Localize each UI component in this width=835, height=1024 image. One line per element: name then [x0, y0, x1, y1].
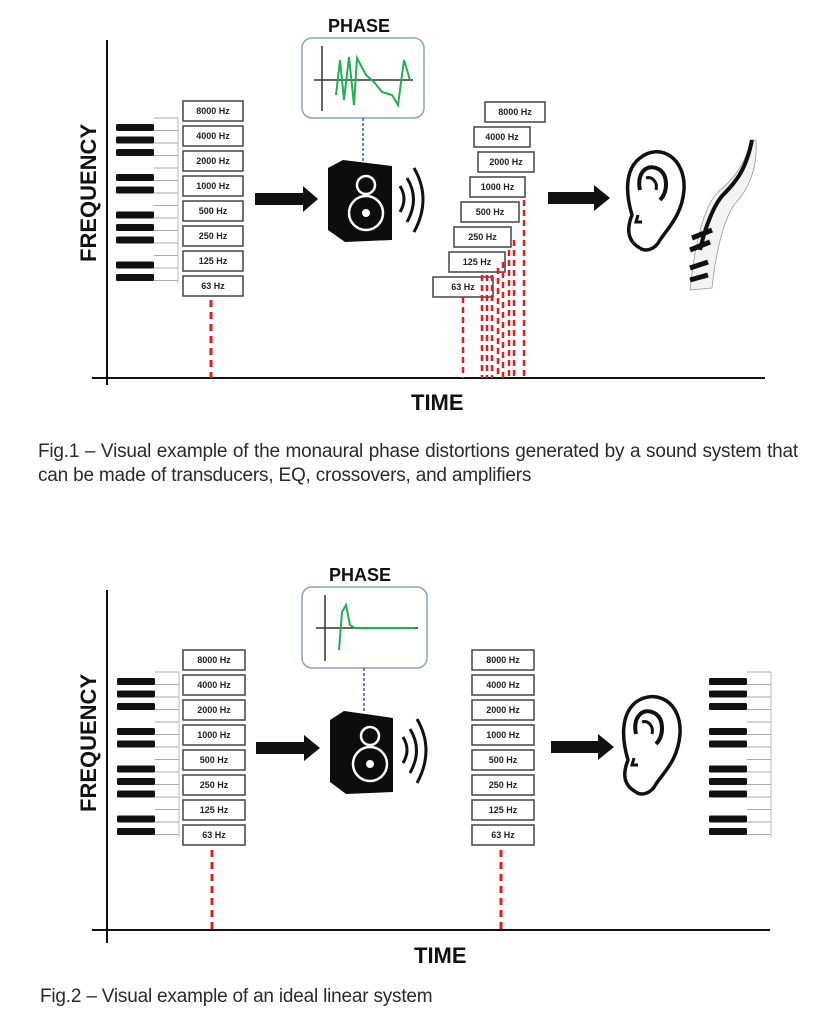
frequency-band-box: 125 Hz [182, 250, 244, 272]
frequency-band-box: 2000 Hz [182, 150, 244, 172]
figure-2-diagram: FREQUENCY TIME PHASE 8000 Hz 4000 Hz 2000 … [76, 565, 772, 968]
frequency-band-box: 125 Hz [471, 799, 535, 821]
phase-plot-axes [314, 46, 413, 111]
frequency-band-box: 4000 Hz [471, 674, 535, 696]
phase-plot-box [301, 37, 425, 119]
phase-title: PHASE [329, 565, 391, 585]
frequency-band-box: 4000 Hz [182, 125, 244, 147]
frequency-band-label: 500 Hz [489, 755, 518, 765]
frequency-band-label: 63 Hz [451, 282, 475, 292]
frequency-band-label: 63 Hz [201, 281, 225, 291]
frequency-band-label: 1000 Hz [481, 182, 515, 192]
frequency-band-label: 4000 Hz [486, 680, 520, 690]
frequency-band-box: 250 Hz [453, 226, 512, 248]
frequency-band-label: 8000 Hz [498, 107, 532, 117]
phase-curve-linear [338, 602, 415, 651]
arrow-right-icon [548, 185, 610, 211]
frequency-band-box: 500 Hz [471, 749, 535, 771]
frequency-band-label: 8000 Hz [486, 655, 520, 665]
frequency-band-label: 125 Hz [463, 257, 492, 267]
frequency-band-box: 250 Hz [182, 225, 244, 247]
frequency-band-box: 8000 Hz [484, 101, 546, 123]
frequency-band-box: 4000 Hz [182, 674, 246, 696]
frequency-band-box: 2000 Hz [471, 699, 535, 721]
output-frequency-bands-aligned: 8000 Hz 4000 Hz 2000 Hz 1000 Hz 500 Hz 250 Hz… [471, 649, 535, 846]
phase-curve-distorted [335, 54, 411, 108]
frequency-band-box: 8000 Hz [182, 649, 246, 671]
frequency-band-label: 250 Hz [489, 780, 518, 790]
frequency-band-box: 1000 Hz [469, 176, 526, 198]
frequency-band-box: 2000 Hz [477, 151, 535, 173]
frequency-band-box: 500 Hz [460, 201, 520, 223]
frequency-band-label: 125 Hz [199, 256, 228, 266]
frequency-band-box: 1000 Hz [182, 175, 244, 197]
frequency-band-box: 2000 Hz [182, 699, 246, 721]
frequency-band-label: 500 Hz [199, 206, 228, 216]
speaker-icon [328, 160, 425, 242]
frequency-band-label: 125 Hz [200, 805, 229, 815]
frequency-band-label: 2000 Hz [197, 705, 231, 715]
frequency-band-label: 2000 Hz [196, 156, 230, 166]
arrow-right-icon [256, 735, 320, 761]
frequency-band-label: 8000 Hz [197, 655, 231, 665]
frequency-band-label: 2000 Hz [486, 705, 520, 715]
frequency-band-label: 8000 Hz [196, 106, 230, 116]
frequency-band-box: 250 Hz [471, 774, 535, 796]
y-axis-label: FREQUENCY [76, 124, 101, 262]
frequency-band-box: 8000 Hz [471, 649, 535, 671]
frequency-band-box: 250 Hz [182, 774, 246, 796]
frequency-band-label: 500 Hz [200, 755, 229, 765]
frequency-band-label: 1000 Hz [196, 181, 230, 191]
frequency-band-label: 4000 Hz [197, 680, 231, 690]
frequency-band-label: 250 Hz [468, 232, 497, 242]
frequency-band-box: 63 Hz [182, 824, 246, 846]
frequency-band-label: 4000 Hz [196, 131, 230, 141]
frequency-band-label: 63 Hz [202, 830, 226, 840]
frequency-band-box: 63 Hz [182, 275, 244, 297]
piano-keys-input-icon [116, 117, 179, 283]
figure-2-caption: Fig.2 – Visual example of an ideal linea… [40, 986, 433, 1007]
frequency-band-box: 500 Hz [182, 200, 244, 222]
frequency-band-box: 63 Hz [432, 276, 494, 298]
arrow-right-icon [255, 186, 318, 212]
frequency-band-box: 1000 Hz [471, 724, 535, 746]
frequency-band-box: 1000 Hz [182, 724, 246, 746]
frequency-band-box: 8000 Hz [182, 100, 244, 122]
input-frequency-bands: 8000 Hz 4000 Hz 2000 Hz 1000 Hz 500 Hz 250 Hz… [182, 649, 246, 846]
frequency-band-box: 63 Hz [471, 824, 535, 846]
frequency-band-label: 1000 Hz [197, 730, 231, 740]
ear-icon [621, 694, 682, 796]
y-axis-label: FREQUENCY [76, 674, 101, 812]
frequency-band-label: 250 Hz [200, 780, 229, 790]
frequency-band-box: 500 Hz [182, 749, 246, 771]
frequency-band-label: 2000 Hz [489, 157, 523, 167]
frequency-band-label: 1000 Hz [486, 730, 520, 740]
phase-title: PHASE [328, 16, 390, 36]
distorted-piano-keys-icon [689, 139, 757, 291]
input-frequency-bands: 8000 Hz 4000 Hz 2000 Hz 1000 Hz 500 Hz 250 Hz… [182, 100, 244, 297]
frequency-band-box: 125 Hz [182, 799, 246, 821]
frequency-band-box: 4000 Hz [473, 126, 531, 148]
frequency-band-label: 4000 Hz [485, 132, 519, 142]
frequency-band-label: 250 Hz [199, 231, 228, 241]
frequency-band-label: 500 Hz [476, 207, 505, 217]
arrow-right-icon [551, 734, 614, 760]
output-frequency-bands-staggered: 8000 Hz 4000 Hz 2000 Hz 1000 Hz 500 Hz 250 Hz… [432, 101, 546, 298]
piano-keys-output-icon [709, 671, 772, 837]
x-axis-label: TIME [411, 390, 464, 415]
figure-1-caption: Fig.1 – Visual example of the monaural p… [38, 441, 798, 486]
speaker-icon [330, 711, 428, 794]
output-time-markers-smeared [461, 200, 526, 378]
frequency-band-label: 125 Hz [489, 805, 518, 815]
frequency-band-box: 125 Hz [448, 251, 506, 273]
figure-1-diagram: FREQUENCY TIME PHASE 8000 Hz 4000 Hz 2000 … [76, 16, 765, 415]
x-axis-label: TIME [414, 943, 467, 968]
ear-icon [625, 150, 686, 252]
piano-keys-input-icon [117, 671, 180, 837]
frequency-band-label: 63 Hz [491, 830, 515, 840]
